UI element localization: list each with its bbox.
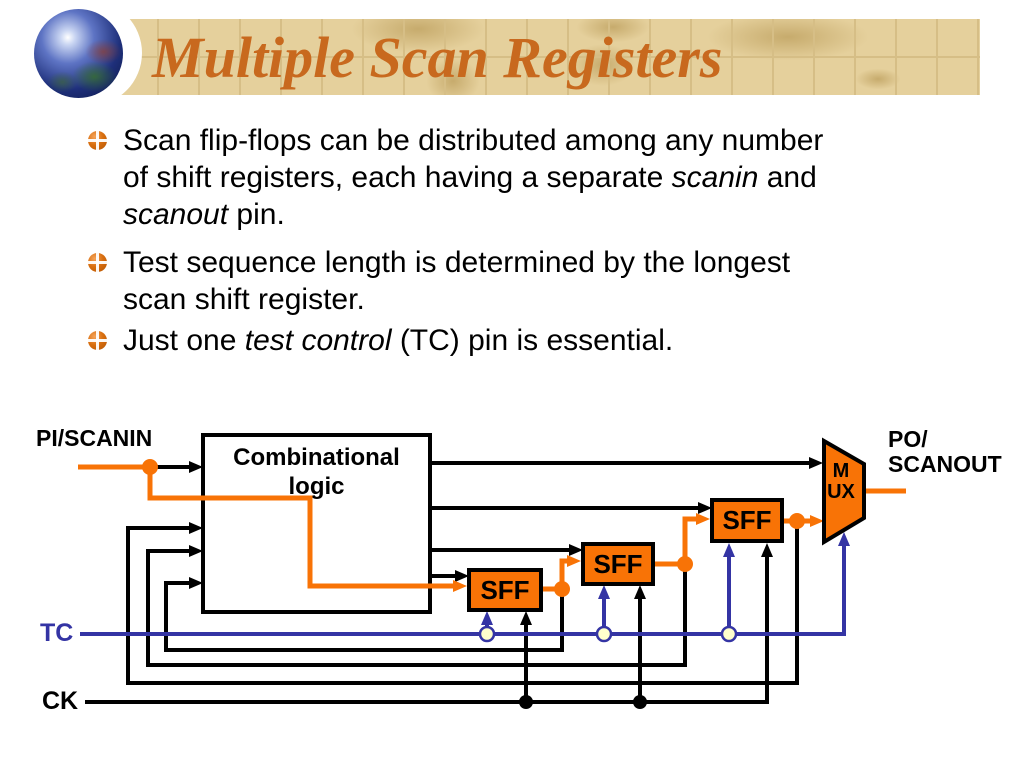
bullet-item: Test sequence length is determined by th… [88,244,790,318]
tc-label: TC [40,619,74,647]
bullet-segment: of shift registers, each having a separa… [123,161,672,194]
bullet-icon [88,131,107,150]
scan-junction-dot [789,513,805,529]
wire-sff1-to-sff2 [543,555,581,592]
bullet-item: Just one test control (TC) pin is essent… [88,322,673,359]
ck-label: CK [42,687,79,715]
bullet-segment: pin. [228,198,285,231]
bullet-segment: Test sequence length is determined by th… [123,246,791,279]
tc-tap-bubble [478,625,496,643]
mux-label: MUX [827,460,855,503]
sff-label: SFF [593,548,643,579]
tc-tap-bubble [595,625,613,643]
bullet-icon [88,331,107,350]
bullet-text: Scan flip-flops can be distributed among… [123,122,823,233]
bullet-segment: (TC) pin is essential. [391,324,674,357]
bullet-segment: scanout [123,198,229,231]
bullet-segment: Just one [123,324,245,357]
sff-label: SFF [480,574,530,605]
bullet-item: Scan flip-flops can be distributed among… [88,122,823,233]
bullet-icon [88,253,107,272]
bullet-segment: test control [244,324,392,357]
bullet-segment: and [758,161,817,194]
ck-junction-dot [633,695,647,709]
wire-sff2-to-sff3 [655,513,710,567]
po-scanout-label: PO/ SCANOUT [888,426,1002,477]
sff-box: SFF [710,498,784,543]
sff-box: SFF [581,542,655,586]
pi-scanin-label: PI/SCANIN [36,425,153,451]
combinational-logic-box: Combinational logic [201,433,432,614]
ck-junction-dot [519,695,533,709]
combinational-logic-label: Combinational logic [233,444,400,500]
title-banner [118,19,980,95]
bullet-text: Test sequence length is determined by th… [123,244,790,318]
globe-logo-icon [34,9,123,98]
bullet-segment: scanin [671,161,759,194]
bullet-segment: scan shift register. [123,283,365,316]
scan-junction-dot [142,459,158,475]
scan-junction-dot [677,556,693,572]
wire-tc-main [80,532,850,636]
page-title: Multiple Scan Registers [152,25,723,90]
bullet-segment: Scan flip-flops can be distributed among… [123,124,824,157]
bullet-text: Just one test control (TC) pin is essent… [123,322,673,359]
scan-junction-dot [554,581,570,597]
sff-box: SFF [467,568,543,612]
sff-label: SFF [722,505,772,535]
tc-tap-bubble [720,625,738,643]
